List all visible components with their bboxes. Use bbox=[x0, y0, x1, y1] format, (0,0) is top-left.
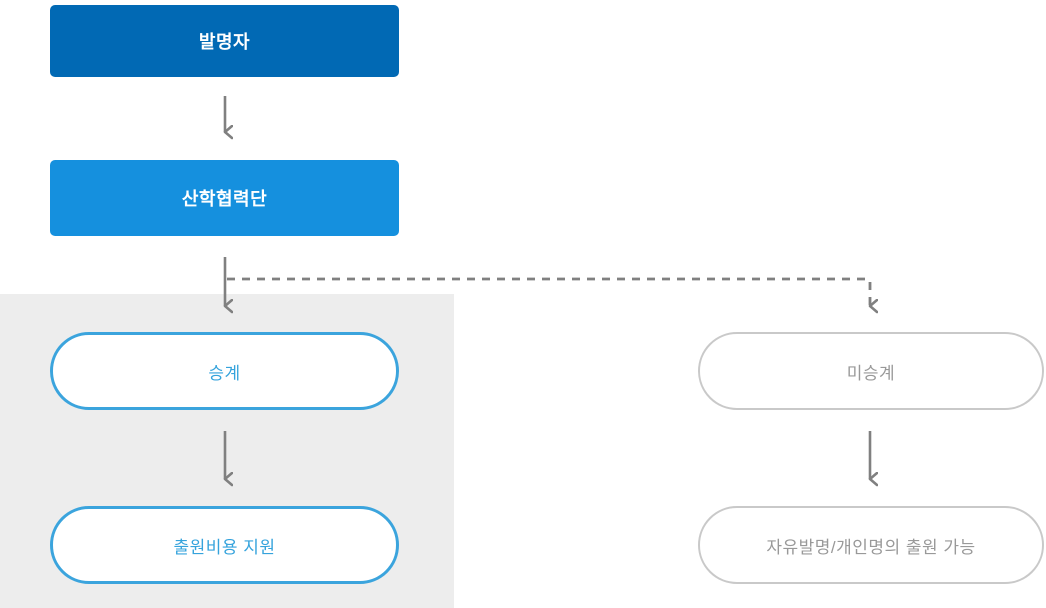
node-inventor-label: 발명자 bbox=[198, 32, 251, 52]
node-inventor: 발명자 bbox=[50, 5, 399, 77]
node-non-succession: 미승계 bbox=[698, 332, 1044, 410]
node-cooperation-foundation: 산학협력단 bbox=[50, 160, 399, 236]
node-cost-support-label: 출원비용 지원 bbox=[173, 537, 276, 557]
node-non-succession-label: 미승계 bbox=[846, 363, 896, 383]
node-cooperation-foundation-label: 산학협력단 bbox=[181, 189, 268, 209]
node-free-invention-label: 자유발명/개인명의 출원 가능 bbox=[766, 537, 976, 557]
node-free-invention: 자유발명/개인명의 출원 가능 bbox=[698, 506, 1044, 584]
node-succession: 승계 bbox=[50, 332, 399, 410]
node-succession-label: 승계 bbox=[208, 363, 241, 383]
node-cost-support: 출원비용 지원 bbox=[50, 506, 399, 584]
